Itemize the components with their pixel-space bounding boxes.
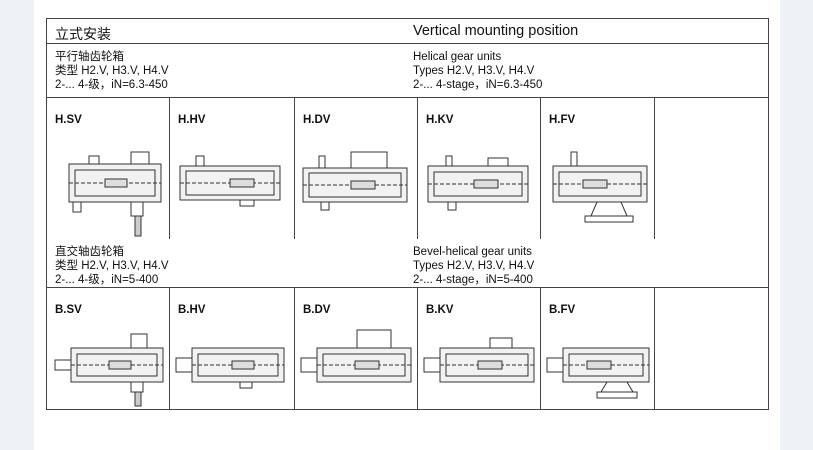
helical-zh-line-1: 平行轴齿轮箱 <box>55 51 124 63</box>
gear-unit-b-kv-drawing <box>423 337 535 383</box>
bevel-en-line-2: Types H2.V, H3.V, H4.V <box>413 260 535 272</box>
cell-empty <box>655 288 768 410</box>
cell-label: H.SV <box>55 114 82 126</box>
cell-label: B.HV <box>178 304 206 316</box>
helical-zh-line-2: 类型 H2.V, H3.V, H4.V <box>55 65 169 77</box>
cell-b-fv: B.FV <box>541 288 655 410</box>
helical-info-en: Helical gear units Types H2.V, H3.V, H4.… <box>413 50 542 92</box>
gear-unit-h-fv-drawing <box>552 151 648 223</box>
bevel-zh-line-1: 直交轴齿轮箱 <box>55 246 124 258</box>
cell-label: B.KV <box>426 304 454 316</box>
bevel-info: 直交轴齿轮箱 类型 H2.V, H3.V, H4.V 2-... 4-级，iN=… <box>47 239 768 287</box>
bevel-zh-line-3: 2-... 4-级，iN=5-400 <box>55 274 159 286</box>
helical-info: 平行轴齿轮箱 类型 H2.V, H3.V, H4.V 2-... 4-级，iN=… <box>47 44 768 92</box>
cell-h-dv: H.DV <box>295 98 418 239</box>
gear-unit-b-fv-drawing <box>546 347 650 399</box>
gear-unit-h-dv-drawing <box>302 151 408 211</box>
cell-b-dv: B.DV <box>295 288 418 410</box>
catalog-sheet: 立式安装 Vertical mounting position 平行轴齿轮箱 类… <box>34 0 780 450</box>
helical-en-line-3: 2-... 4-stage，iN=6.3-450 <box>413 79 543 91</box>
gear-unit-h-kv-drawing <box>427 155 529 211</box>
cell-b-hv: B.HV <box>170 288 295 410</box>
cell-h-kv: H.KV <box>418 98 541 239</box>
cell-h-sv: H.SV <box>47 98 170 239</box>
header-title-zh: 立式安装 <box>55 26 111 42</box>
cell-label: B.SV <box>55 304 82 316</box>
bevel-en-line-1: Bevel-helical gear units <box>413 246 532 258</box>
cell-label: H.FV <box>549 114 576 126</box>
table-header: 立式安装 Vertical mounting position <box>47 19 768 44</box>
bevel-row: B.SV B.HV <box>47 287 768 410</box>
cell-label: B.DV <box>303 304 331 316</box>
helical-en-line-2: Types H2.V, H3.V, H4.V <box>413 65 535 77</box>
helical-zh-line-3: 2-... 4-级，iN=6.3-450 <box>55 79 168 91</box>
gear-unit-b-hv-drawing <box>175 347 285 389</box>
gear-unit-b-dv-drawing <box>300 329 412 383</box>
helical-row: H.SV H.HV <box>47 97 768 239</box>
cell-label: B.FV <box>549 304 576 316</box>
header-title-en: Vertical mounting position <box>413 23 579 39</box>
cell-empty <box>655 98 768 239</box>
cell-b-kv: B.KV <box>418 288 541 410</box>
helical-en-line-1: Helical gear units <box>413 51 502 63</box>
bevel-info-en: Bevel-helical gear units Types H2.V, H3.… <box>413 245 534 287</box>
gear-unit-h-sv-drawing <box>68 151 162 237</box>
cell-label: H.DV <box>303 114 331 126</box>
cell-label: H.HV <box>178 114 206 126</box>
bevel-en-line-3: 2-... 4-stage，iN=5-400 <box>413 274 533 286</box>
gear-unit-b-sv-drawing <box>54 333 164 407</box>
cell-h-hv: H.HV <box>170 98 295 239</box>
bevel-zh-line-2: 类型 H2.V, H3.V, H4.V <box>55 260 169 272</box>
helical-info-zh: 平行轴齿轮箱 类型 H2.V, H3.V, H4.V 2-... 4-级，iN=… <box>55 50 169 92</box>
cell-b-sv: B.SV <box>47 288 170 410</box>
cell-label: H.KV <box>426 114 454 126</box>
cell-h-fv: H.FV <box>541 98 655 239</box>
mounting-table: 立式安装 Vertical mounting position 平行轴齿轮箱 类… <box>46 18 769 410</box>
gear-unit-h-hv-drawing <box>179 155 281 207</box>
bevel-info-zh: 直交轴齿轮箱 类型 H2.V, H3.V, H4.V 2-... 4-级，iN=… <box>55 245 169 287</box>
